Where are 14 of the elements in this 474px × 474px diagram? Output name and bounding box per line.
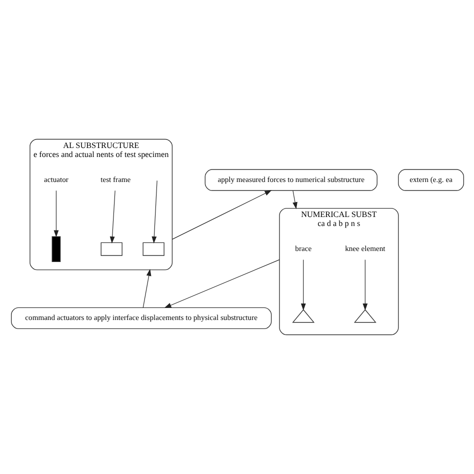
- arrow: [362, 259, 368, 311]
- node-triangle: [292, 309, 314, 323]
- node-triangle: [353, 309, 376, 323]
- node-bar: [51, 236, 60, 262]
- arrow: [292, 190, 297, 210]
- node-box: [100, 242, 122, 256]
- arrow: [300, 259, 306, 311]
- arrow: [164, 259, 280, 308]
- arrow: [109, 190, 115, 244]
- arrow: [53, 190, 58, 238]
- arrow: [142, 268, 151, 308]
- arrow: [171, 190, 272, 240]
- arrow: [151, 180, 157, 244]
- node-box: [142, 242, 164, 256]
